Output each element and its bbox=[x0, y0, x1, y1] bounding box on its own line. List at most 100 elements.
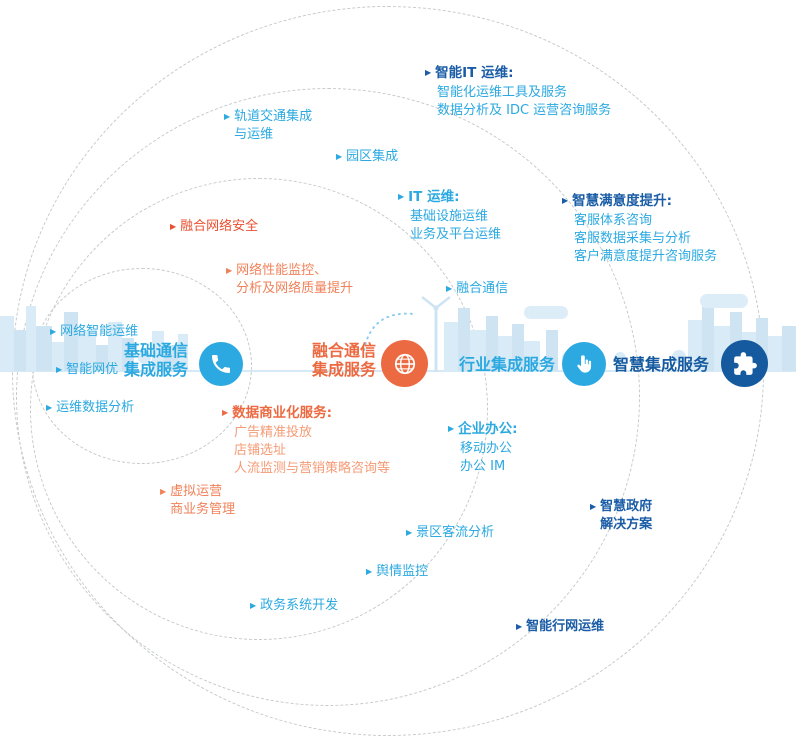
group-enterprise-office: ▶企业办公: 移动办公 办公 IM bbox=[448, 420, 518, 476]
building-silhouette bbox=[782, 326, 796, 371]
group-title: ▶智能IT 运维: bbox=[425, 64, 611, 82]
label-text: 网络智能运维 bbox=[60, 323, 138, 341]
arrow-bullet-icon: ▶ bbox=[160, 487, 167, 496]
group-title-text: 智慧满意度提升: bbox=[572, 193, 673, 209]
label-line: 与运维 bbox=[234, 127, 274, 142]
node-label-line: 融合通信 bbox=[312, 341, 377, 360]
label-text: 智慧政府 解决方案 bbox=[600, 498, 652, 534]
node-industry bbox=[562, 342, 606, 386]
group-item: 业务及平台运维 bbox=[410, 227, 502, 242]
label-intelligent-network-optimization: ▶ 智能网优 bbox=[56, 361, 118, 379]
label-text: 融合网络安全 bbox=[180, 218, 258, 236]
group-it-ops: ▶IT 运维: 基础设施运维 业务及平台运维 bbox=[398, 188, 501, 244]
building-silhouette bbox=[52, 342, 64, 371]
node-label-basic-comm: 基础通信 集成服务 bbox=[124, 341, 188, 379]
arrow-bullet-icon: ▶ bbox=[562, 196, 569, 205]
group-items: 移动办公 办公 IM bbox=[460, 440, 518, 476]
group-satisfaction: ▶智慧满意度提升: 客服体系咨询 客服数据采集与分析 客户满意度提升咨询服务 bbox=[562, 192, 717, 266]
label-text: 舆情监控 bbox=[376, 563, 428, 581]
arrow-bullet-icon: ▶ bbox=[226, 266, 233, 275]
building-silhouette bbox=[108, 322, 122, 371]
label-text: 轨道交通集成 与运维 bbox=[234, 108, 312, 144]
group-items: 广告精准投放 店铺选址 人流监测与营销策略咨询等 bbox=[234, 424, 390, 478]
group-smart-it-ops: ▶智能IT 运维: 智能化运维工具及服务 数据分析及 IDC 运营咨询服务 bbox=[425, 64, 611, 120]
group-item: 办公 IM bbox=[460, 459, 506, 474]
node-label-line: 集成服务 bbox=[312, 360, 377, 379]
label-virtual-operator-business: ▶ 虚拟运营 商业务管理 bbox=[160, 483, 235, 519]
group-items: 基础设施运维 业务及平台运维 bbox=[410, 208, 501, 244]
label-public-opinion-monitoring: ▶ 舆情监控 bbox=[366, 563, 428, 581]
node-smart bbox=[721, 340, 768, 387]
label-line: 融合网络安全 bbox=[180, 219, 259, 234]
building-silhouette bbox=[546, 330, 558, 371]
building-silhouette bbox=[152, 331, 164, 371]
building-silhouette bbox=[0, 316, 14, 371]
label-line: 分析及网络质量提升 bbox=[236, 281, 354, 296]
building-silhouette bbox=[444, 322, 458, 371]
arrow-bullet-icon: ▶ bbox=[406, 528, 413, 537]
building-silhouette bbox=[64, 312, 78, 371]
ring-second bbox=[30, 178, 488, 640]
arrow-bullet-icon: ▶ bbox=[366, 567, 373, 576]
windmill-icon bbox=[421, 296, 451, 372]
label-text: 园区集成 bbox=[346, 148, 398, 166]
label-line: 智能行网运维 bbox=[526, 619, 605, 634]
phone-icon bbox=[212, 355, 230, 373]
arrow-bullet-icon: ▶ bbox=[516, 622, 523, 631]
touch-icon bbox=[576, 354, 591, 373]
building-silhouette bbox=[524, 341, 540, 371]
label-text: 智能网优 bbox=[66, 361, 118, 379]
label-smart-industry-network-ops: ▶ 智能行网运维 bbox=[516, 618, 604, 636]
label-network-intelligent-ops: ▶ 网络智能运维 bbox=[50, 323, 138, 341]
label-converged-communication: ▶ 融合通信 bbox=[446, 280, 508, 298]
arrow-bullet-icon: ▶ bbox=[250, 601, 257, 610]
label-line: 虚拟运营 bbox=[170, 484, 223, 499]
arrow-bullet-icon: ▶ bbox=[46, 403, 53, 412]
label-gov-system-development: ▶ 政务系统开发 bbox=[250, 597, 338, 615]
arrow-bullet-icon: ▶ bbox=[224, 112, 231, 121]
label-text: 政务系统开发 bbox=[260, 597, 338, 615]
group-title-text: 企业办公: bbox=[458, 421, 518, 437]
label-text: 融合通信 bbox=[456, 280, 508, 298]
building-silhouette bbox=[470, 330, 486, 371]
label-line: 园区集成 bbox=[346, 149, 399, 164]
label-line: 网络智能运维 bbox=[60, 324, 139, 339]
building-silhouette bbox=[26, 306, 36, 371]
label-line: 轨道交通集成 bbox=[234, 109, 313, 124]
arrow-bullet-icon: ▶ bbox=[336, 152, 343, 161]
arrow-bullet-icon: ▶ bbox=[50, 327, 57, 336]
group-title-text: IT 运维: bbox=[408, 189, 460, 205]
label-ops-data-analysis: ▶ 运维数据分析 bbox=[46, 399, 134, 417]
node-label-industry: 行业集成服务 bbox=[459, 355, 555, 374]
label-line: 景区客流分析 bbox=[416, 525, 495, 540]
tree-silhouette bbox=[672, 350, 686, 364]
tree-silhouette bbox=[138, 351, 151, 364]
arrow-bullet-icon: ▶ bbox=[425, 68, 432, 77]
arrow-bullet-icon: ▶ bbox=[398, 192, 405, 201]
group-title-text: 数据商业化服务: bbox=[232, 405, 333, 421]
group-items: 客服体系咨询 客服数据采集与分析 客户满意度提升咨询服务 bbox=[574, 212, 717, 266]
group-item: 广告精准投放 bbox=[234, 425, 313, 440]
node-converged-comm bbox=[381, 340, 428, 387]
building-silhouette bbox=[486, 316, 498, 371]
label-text: 网络性能监控、 分析及网络质量提升 bbox=[236, 262, 353, 298]
label-text: 智能行网运维 bbox=[526, 618, 604, 636]
group-title-text: 智能IT 运维: bbox=[435, 65, 514, 81]
node-label-line: 行业集成服务 bbox=[459, 355, 556, 374]
ring-third bbox=[16, 88, 640, 706]
arrow-bullet-icon: ▶ bbox=[170, 222, 177, 231]
building-silhouette bbox=[96, 345, 108, 371]
label-campus-integration: ▶ 园区集成 bbox=[336, 148, 398, 166]
label-smart-government: ▶ 智慧政府 解决方案 bbox=[590, 498, 652, 534]
node-label-line: 智慧集成服务 bbox=[613, 355, 710, 374]
label-line: 政务系统开发 bbox=[260, 598, 339, 613]
building-silhouette bbox=[768, 336, 782, 371]
building-silhouette bbox=[702, 300, 714, 371]
building-silhouette bbox=[688, 320, 702, 371]
group-item: 客户满意度提升咨询服务 bbox=[574, 249, 718, 264]
group-title: ▶智慧满意度提升: bbox=[562, 192, 717, 210]
swoosh-arc-icon bbox=[363, 312, 415, 351]
group-item: 人流监测与营销策略咨询等 bbox=[234, 461, 391, 476]
label-line: 解决方案 bbox=[600, 517, 653, 532]
